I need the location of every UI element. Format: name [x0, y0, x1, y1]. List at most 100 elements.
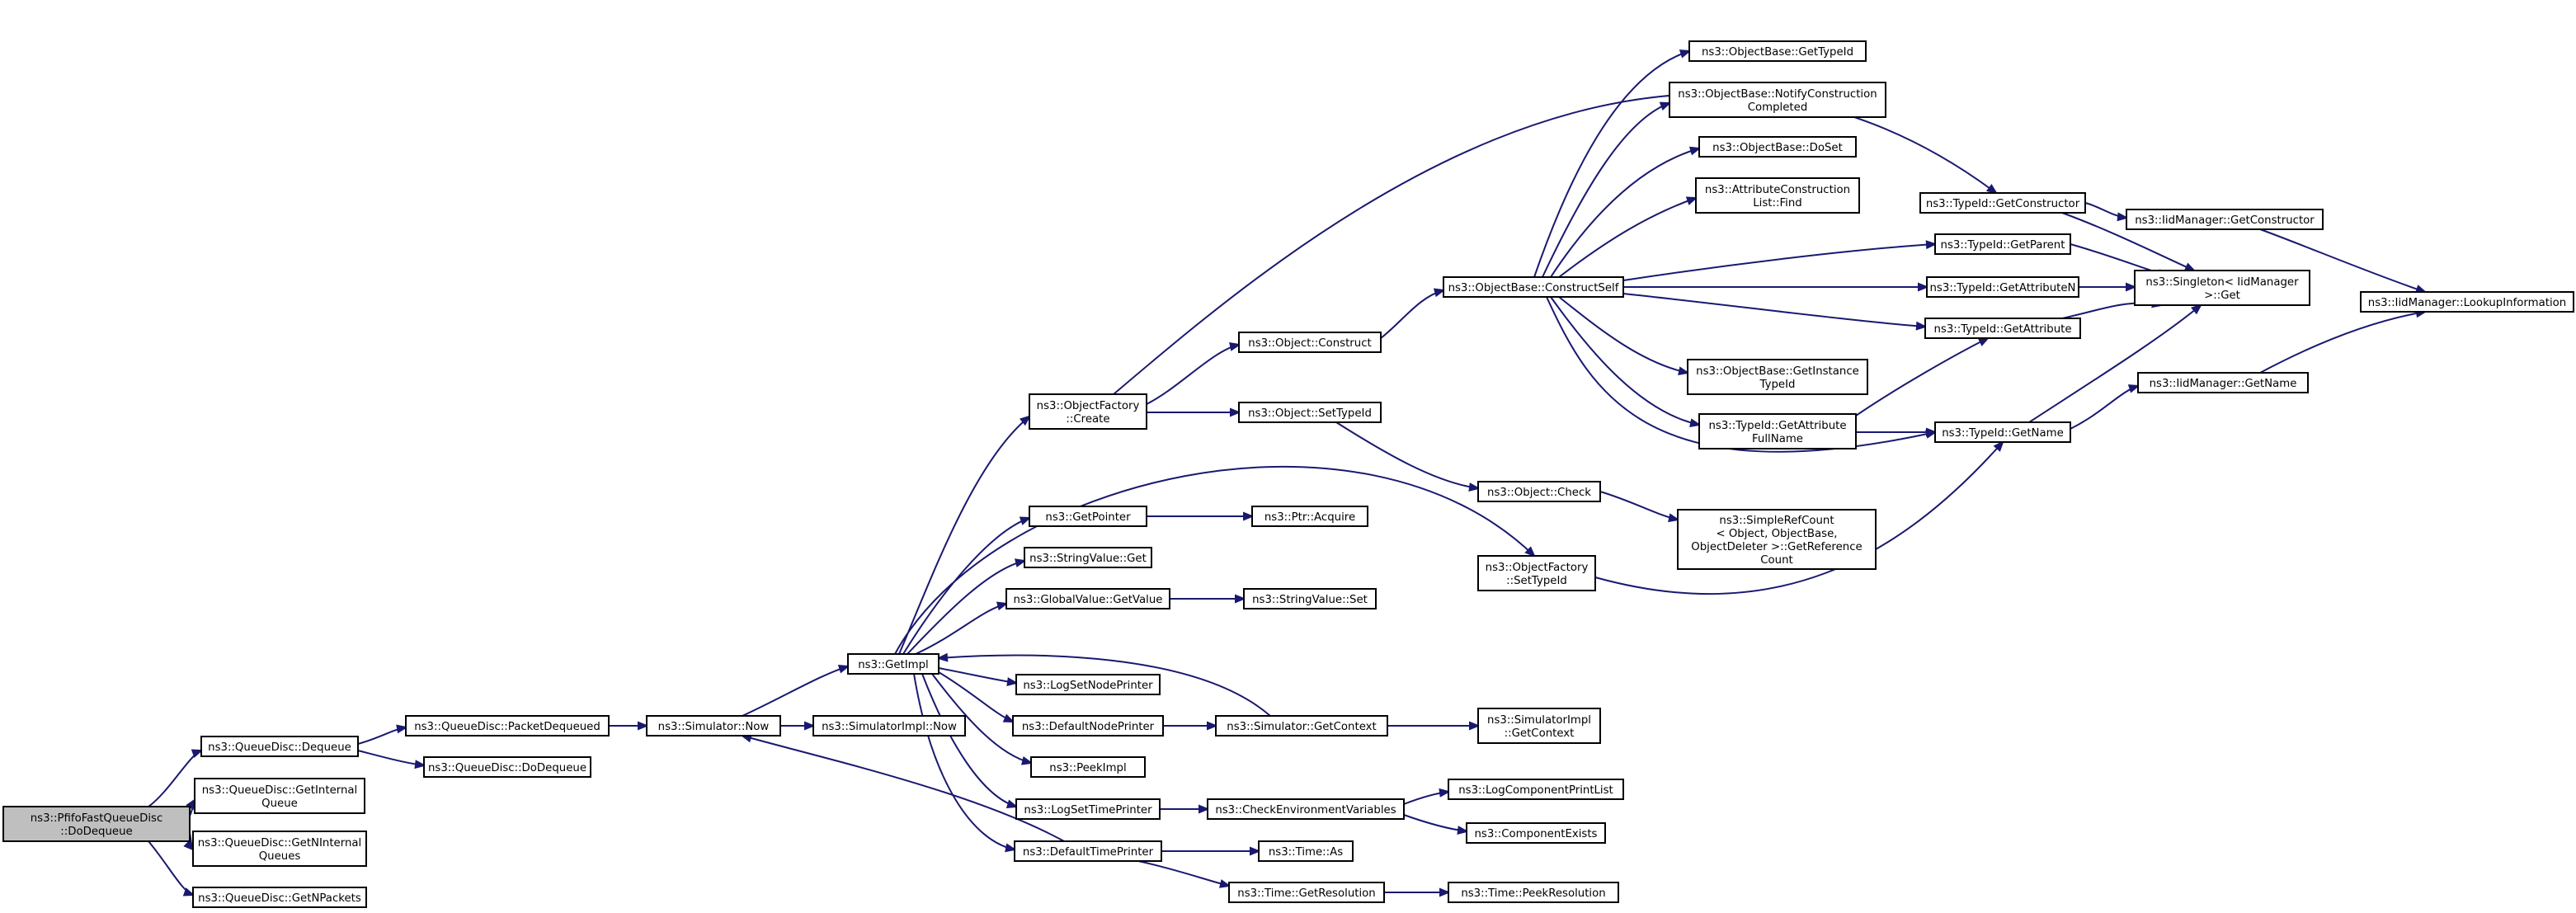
- node-label: ns3::DefaultNodePrinter: [1022, 721, 1155, 733]
- node-label: < Object, ObjectBase,: [1716, 528, 1837, 540]
- node-label: ns3::ObjectBase::GetTypeId: [1702, 46, 1853, 59]
- node-tid-getparent[interactable]: ns3::TypeId::GetParent: [1934, 233, 2071, 255]
- edge-tid_getconstructor-to-iid_getconstructor: [2084, 202, 2129, 222]
- node-sim-getcontext[interactable]: ns3::Simulator::GetContext: [1215, 715, 1388, 737]
- edge-checkenv-to-compexists: [1403, 814, 1469, 835]
- node-box: [1024, 547, 1152, 568]
- node-peekimpl[interactable]: ns3::PeekImpl: [1030, 756, 1146, 778]
- node-label: ns3::ObjectBase::DoSet: [1712, 142, 1843, 154]
- node-ob-doset[interactable]: ns3::ObjectBase::DoSet: [1698, 136, 1857, 158]
- edge-getimpl-to-defaultnodeprinter: [938, 671, 1015, 723]
- node-sim-now[interactable]: ns3::Simulator::Now: [646, 715, 781, 737]
- node-globalvalue-getvalue[interactable]: ns3::GlobalValue::GetValue: [1005, 588, 1170, 609]
- node-time-as[interactable]: ns3::Time::As: [1258, 840, 1354, 862]
- node-box: [1677, 509, 1877, 570]
- node-tid-getattribute[interactable]: ns3::TypeId::GetAttribute: [1924, 318, 2081, 339]
- node-qd-getnpackets[interactable]: ns3::QueueDisc::GetNPackets: [192, 887, 367, 908]
- node-getpointer[interactable]: ns3::GetPointer: [1029, 506, 1147, 527]
- edge-qd_packetdequeued-to-sim_now: [609, 721, 649, 731]
- edge-getimpl-to-defaulttimeprinter: [913, 673, 1017, 853]
- node-singleton-get[interactable]: ns3::Singleton< IidManager >::Get: [2134, 270, 2310, 306]
- node-label: ns3::StringValue::Set: [1252, 594, 1368, 606]
- node-label: ObjectDeleter >::GetReference: [1691, 541, 1862, 553]
- node-label: ns3::DefaultTimePrinter: [1023, 846, 1154, 859]
- node-stringvalue-set[interactable]: ns3::StringValue::Set: [1243, 588, 1377, 609]
- edge-defaulttimeprinter-to-sim_now: [740, 733, 1065, 842]
- node-of-settypeid[interactable]: ns3::ObjectFactory::SetTypeId: [1477, 555, 1596, 591]
- node-root[interactable]: ns3::PfifoFastQueueDisc::DoDequeue: [2, 806, 191, 842]
- node-box: [1443, 276, 1624, 298]
- edge-tid_getname-to-singleton_get: [2028, 304, 2203, 423]
- edge-root-to-qd_dequeue: [148, 749, 204, 807]
- node-label: ns3::LogSetTimePrinter: [1024, 804, 1152, 817]
- node-compexists[interactable]: ns3::ComponentExists: [1466, 822, 1606, 844]
- node-iid-lookup[interactable]: ns3::IidManager::LookupInformation: [2360, 291, 2574, 313]
- node-qd-dequeue[interactable]: ns3::QueueDisc::Dequeue: [200, 736, 359, 757]
- node-label: ns3::QueueDisc::GetNInternal: [198, 837, 361, 849]
- node-time-peekres[interactable]: ns3::Time::PeekResolution: [1448, 882, 1619, 903]
- node-label: ns3::ObjectBase::GetInstance: [1696, 365, 1859, 378]
- node-obj-construct[interactable]: ns3::Object::Construct: [1238, 332, 1382, 353]
- node-box: [1014, 840, 1162, 862]
- node-logsettimeprinter[interactable]: ns3::LogSetTimePrinter: [1015, 798, 1161, 820]
- node-ob-gettypeid[interactable]: ns3::ObjectBase::GetTypeId: [1688, 40, 1867, 62]
- node-logsetnodeprinter[interactable]: ns3::LogSetNodePrinter: [1015, 674, 1161, 695]
- node-box: [1448, 882, 1619, 903]
- edge-getimpl-to-logsettimeprinter: [921, 673, 1019, 808]
- node-defaultnodeprinter[interactable]: ns3::DefaultNodePrinter: [1012, 715, 1164, 737]
- edge-ob_constructself-to-tid_getparent: [1622, 240, 1938, 281]
- node-label: >::Get: [2204, 289, 2240, 302]
- edge-of_create-to-obj_settypeid: [1147, 407, 1241, 417]
- node-box: [194, 778, 365, 814]
- node-label: ns3::ObjectFactory: [1486, 562, 1589, 574]
- node-defaulttimeprinter[interactable]: ns3::DefaultTimePrinter: [1014, 840, 1162, 862]
- node-label: ::Create: [1066, 413, 1109, 426]
- node-label: ns3::SimulatorImpl::Now: [822, 721, 957, 733]
- node-box: [2134, 270, 2310, 306]
- node-simplerefcount[interactable]: ns3::SimpleRefCount< Object, ObjectBase,…: [1677, 509, 1877, 570]
- node-obj-settypeid[interactable]: ns3::Object::SetTypeId: [1238, 402, 1382, 423]
- edge-ob_constructself-to-ob_gettypeid: [1533, 49, 1692, 278]
- node-tid-getname[interactable]: ns3::TypeId::GetName: [1934, 421, 2071, 443]
- node-logcompprintlist[interactable]: ns3::LogComponentPrintList: [1448, 779, 1624, 800]
- node-label: Completed: [1748, 101, 1808, 114]
- node-iid-getconstructor[interactable]: ns3::IidManager::GetConstructor: [2126, 209, 2324, 230]
- node-obj-check[interactable]: ns3::Object::Check: [1477, 481, 1601, 502]
- node-label: ns3::Object::Construct: [1248, 337, 1371, 350]
- node-label: ns3::Simulator::GetContext: [1227, 721, 1376, 733]
- node-label: ns3::PfifoFastQueueDisc: [31, 812, 163, 825]
- node-ptr-acquire[interactable]: ns3::Ptr::Acquire: [1251, 506, 1368, 527]
- node-label: ns3::GetImpl: [858, 659, 928, 671]
- node-box: [1207, 798, 1405, 820]
- node-qd-packetdequeued[interactable]: ns3::QueueDisc::PacketDequeued: [405, 715, 610, 737]
- node-ob-constructself[interactable]: ns3::ObjectBase::ConstructSelf: [1443, 276, 1624, 298]
- node-tid-getconstructor[interactable]: ns3::TypeId::GetConstructor: [1919, 192, 2086, 214]
- node-label: List::Find: [1753, 197, 1801, 209]
- node-stringvalue-get[interactable]: ns3::StringValue::Get: [1024, 547, 1152, 568]
- node-label: ::SetTypeId: [1506, 575, 1567, 587]
- node-ob-notify[interactable]: ns3::ObjectBase::NotifyConstructionCompl…: [1669, 82, 1886, 118]
- node-of-create[interactable]: ns3::ObjectFactory::Create: [1029, 393, 1147, 430]
- node-simimpl-now[interactable]: ns3::SimulatorImpl::Now: [812, 715, 966, 737]
- node-getimpl[interactable]: ns3::GetImpl: [847, 653, 940, 675]
- edge-sim_now-to-getimpl: [742, 664, 850, 717]
- edge-ob_constructself-to-tid_getattrfullname: [1550, 296, 1702, 428]
- node-label: ::GetContext: [1505, 727, 1575, 740]
- node-qd-dodequeue[interactable]: ns3::QueueDisc::DoDequeue: [423, 756, 591, 778]
- node-box: [1477, 708, 1601, 744]
- edge-logsettimeprinter-to-checkenv: [1160, 804, 1210, 814]
- node-iid-getname[interactable]: ns3::IidManager::GetName: [2137, 372, 2309, 393]
- node-checkenv[interactable]: ns3::CheckEnvironmentVariables: [1207, 798, 1405, 820]
- node-simimpl-getcontext[interactable]: ns3::SimulatorImpl::GetContext: [1477, 708, 1601, 744]
- edge-obj_check-to-simplerefcount: [1599, 491, 1680, 523]
- node-time-getres[interactable]: ns3::Time::GetResolution: [1228, 882, 1385, 903]
- node-box: [1029, 506, 1147, 527]
- node-box: [1258, 840, 1354, 862]
- node-tid-getattrn[interactable]: ns3::TypeId::GetAttributeN: [1926, 276, 2079, 298]
- edge-obj_construct-to-ob_constructself: [1380, 288, 1446, 339]
